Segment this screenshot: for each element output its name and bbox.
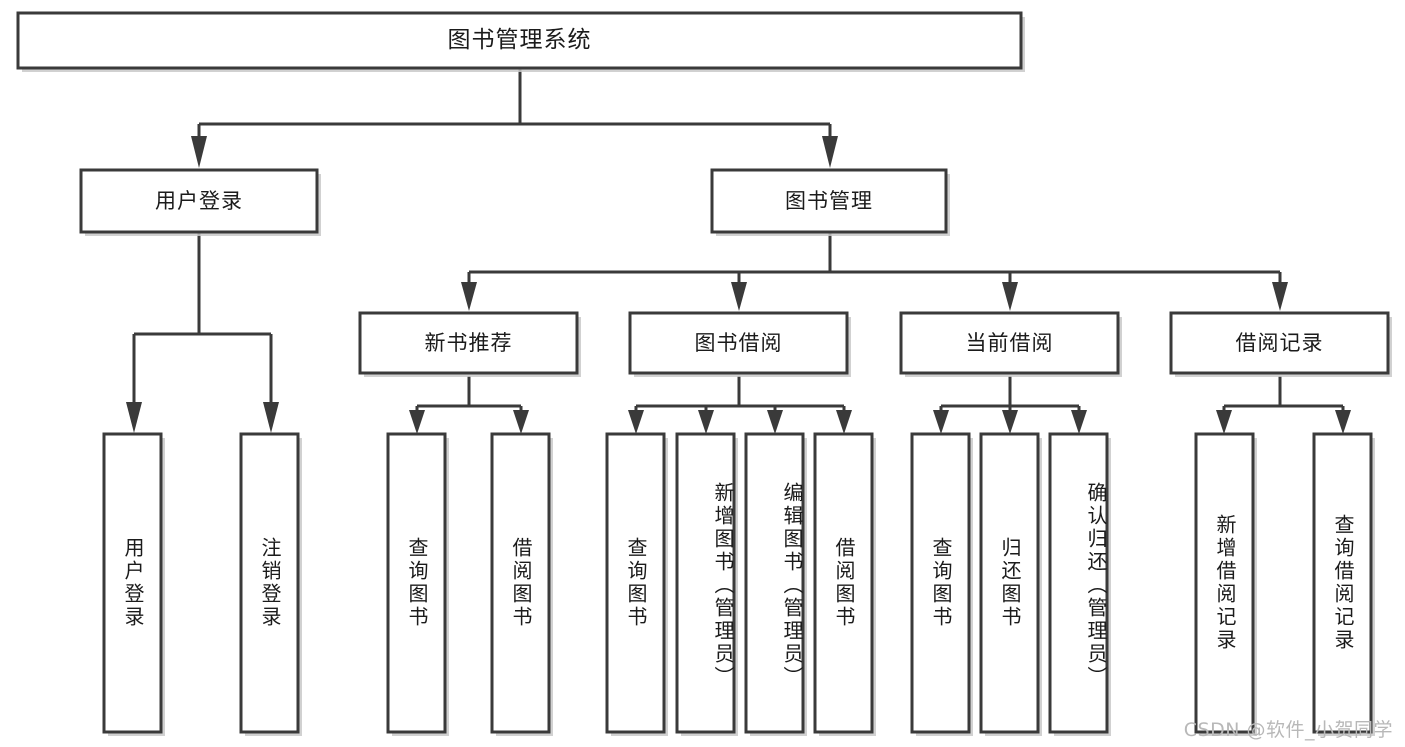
box-new-book-recommend[interactable] <box>358 311 579 375</box>
box-book-borrow[interactable] <box>628 311 849 375</box>
connector-group-borrow-record <box>1216 376 1351 434</box>
arrow-head-current-borrow <box>1002 282 1018 311</box>
box-leaf-user-logout[interactable] <box>239 432 300 734</box>
box-borrow-record[interactable] <box>1169 311 1390 375</box>
arrow-head-leaf-add-record <box>1216 410 1232 434</box>
arrow-head-leaf-edit-book <box>767 410 783 434</box>
box-leaf-borrow-book-2[interactable] <box>813 432 874 734</box>
box-leaf-add-book[interactable] <box>675 432 736 734</box>
connector-group-book-management <box>461 233 1288 311</box>
arrow-head-leaf-user-login <box>126 402 142 433</box>
node-boxes <box>16 11 1392 736</box>
arrow-head-new-book-recommend <box>461 282 477 311</box>
box-current-borrow[interactable] <box>899 311 1120 375</box>
box-leaf-query-record[interactable] <box>1312 432 1373 734</box>
box-leaf-edit-book[interactable] <box>744 432 805 734</box>
box-leaf-user-login[interactable] <box>102 432 163 734</box>
arrow-head-leaf-user-logout <box>263 402 279 433</box>
arrow-head-leaf-query-book-3 <box>933 410 949 434</box>
connector-group-book-borrow <box>628 376 852 434</box>
arrow-head-leaf-query-book-1 <box>409 410 425 434</box>
arrow-head-leaf-borrow-book-2 <box>836 410 852 434</box>
connector-group-user-login <box>126 233 279 433</box>
connector-group-current-borrow <box>933 376 1087 434</box>
box-user-login[interactable] <box>79 168 319 234</box>
arrow-head-leaf-return-book <box>1002 410 1018 434</box>
box-leaf-query-book-2[interactable] <box>605 432 666 734</box>
arrow-head-book-borrow <box>731 282 747 311</box>
arrow-head-book-management <box>822 136 838 168</box>
arrow-head-leaf-query-record <box>1335 410 1351 434</box>
arrow-head-leaf-add-book <box>698 410 714 434</box>
arrow-head-leaf-borrow-book-1 <box>513 410 529 434</box>
connector-group-root <box>191 69 838 168</box>
box-leaf-query-book-1[interactable] <box>386 432 447 734</box>
box-root[interactable] <box>16 11 1023 70</box>
arrow-head-borrow-record <box>1272 282 1288 311</box>
box-book-management[interactable] <box>710 168 948 234</box>
arrow-head-leaf-confirm-return <box>1071 410 1087 434</box>
watermark-text: CSDN @软件_小贺同学 <box>1183 719 1393 741</box>
box-leaf-return-book[interactable] <box>979 432 1040 734</box>
arrow-head-leaf-query-book-2 <box>628 410 644 434</box>
box-leaf-query-book-3[interactable] <box>910 432 971 734</box>
box-leaf-add-record[interactable] <box>1194 432 1255 734</box>
box-leaf-borrow-book-1[interactable] <box>490 432 551 734</box>
arrow-head-user-login <box>191 136 207 168</box>
connector-group-new-book-recommend <box>409 376 529 434</box>
box-leaf-confirm-return[interactable] <box>1048 432 1109 734</box>
